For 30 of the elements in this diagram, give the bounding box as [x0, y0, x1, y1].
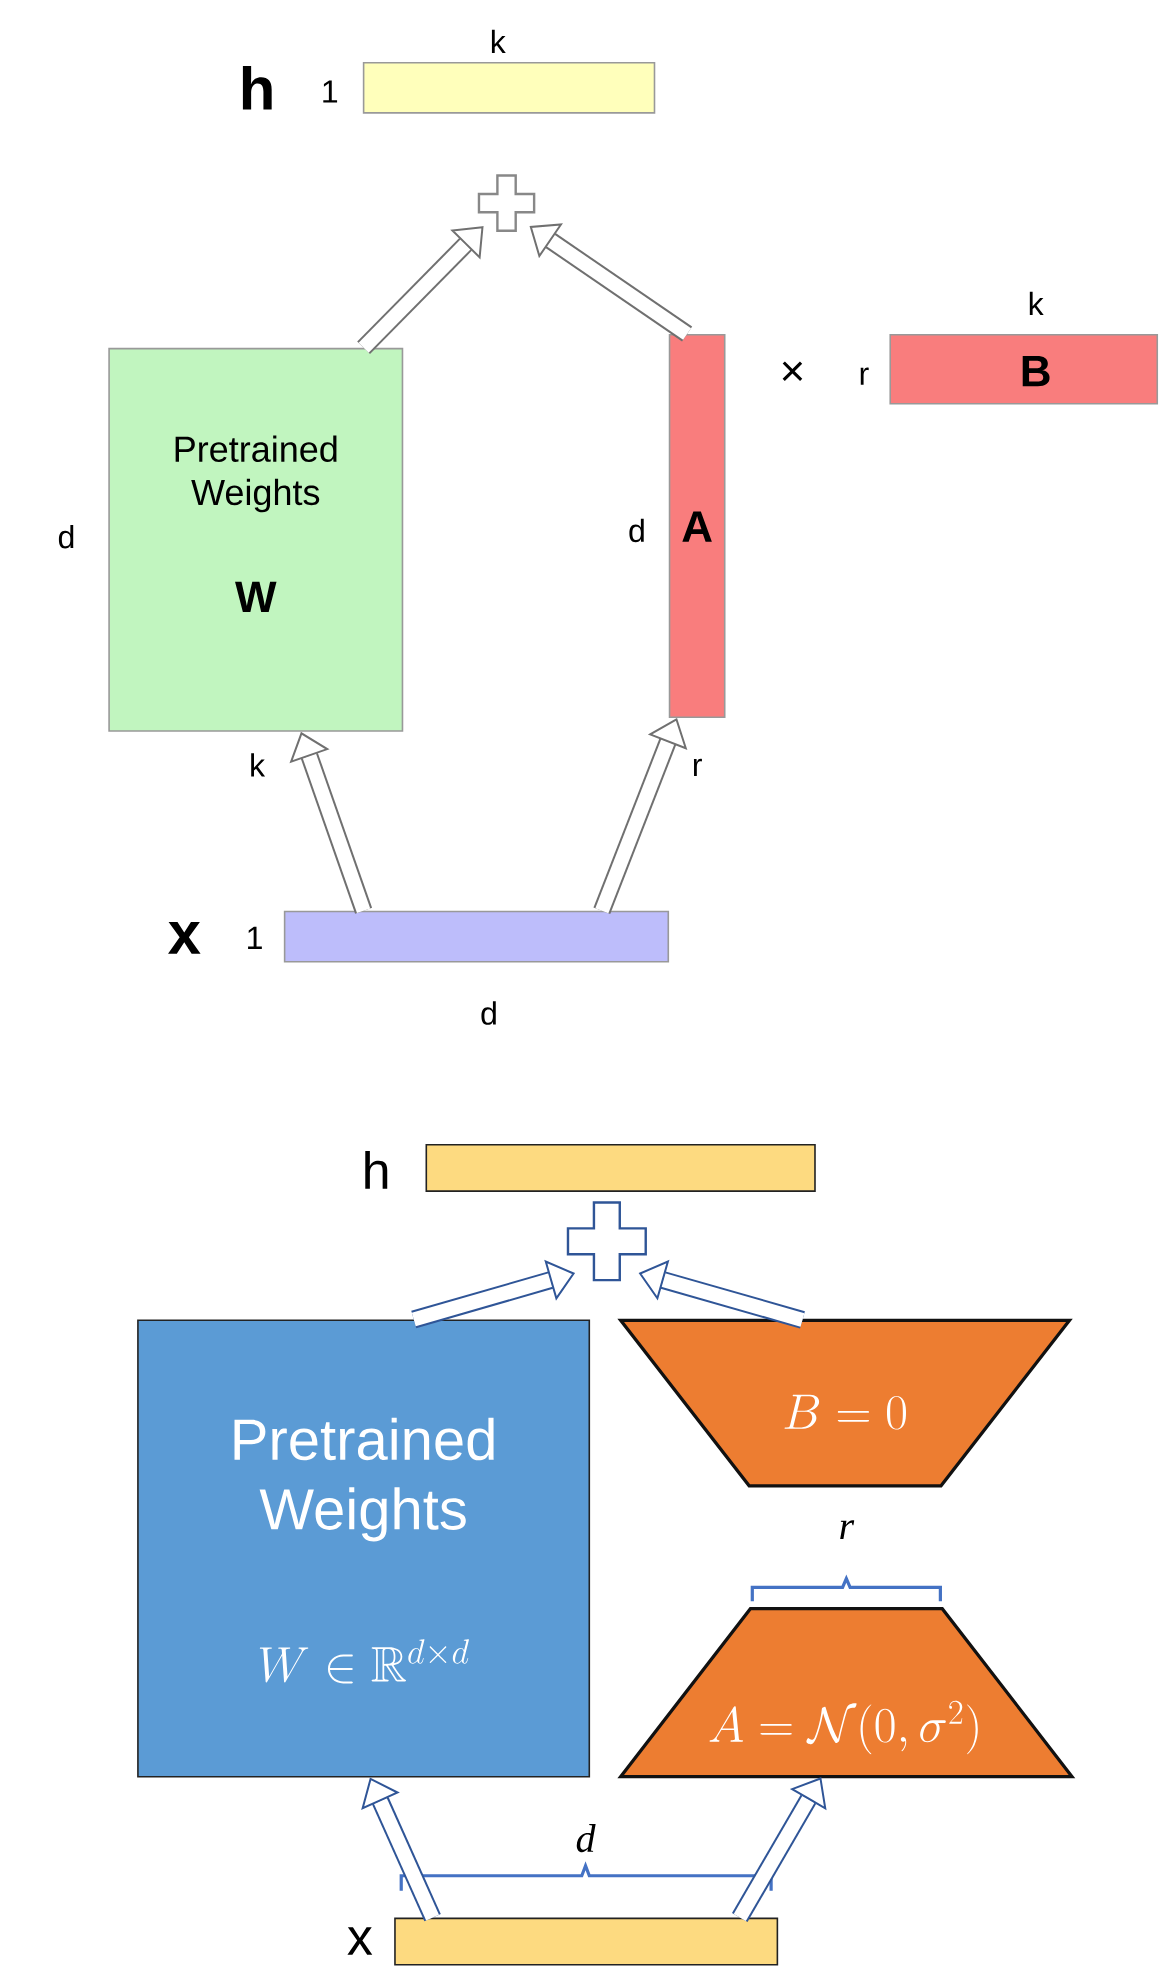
box-label: Pretrained Weights: [234, 1417, 494, 1542]
dimension-label: r: [840, 1520, 855, 1540]
vector-name: h: [365, 1151, 388, 1189]
plus-sign: [478, 174, 536, 232]
hollow-arrow: [361, 1777, 442, 1922]
dimension-label: r: [694, 758, 703, 776]
box-label: $B = 0$: [784, 1394, 907, 1430]
box-label: $W \in \mathbb{R}^{d \times d}$: [260, 1639, 470, 1684]
operator-sign: ×: [782, 361, 803, 382]
box-label: $A = \mathcal{N}(0, \sigma^2)$: [709, 1700, 978, 1755]
dimension-label: d: [577, 1824, 596, 1853]
vector-name: h: [243, 66, 272, 110]
box-label: A: [682, 511, 713, 542]
dimension-label: k: [251, 753, 266, 777]
dimension-label: 1: [323, 80, 338, 103]
hollow-arrow: [732, 1777, 827, 1923]
dimension-label: d: [59, 524, 74, 549]
plus-sign: [567, 1201, 648, 1282]
vector-name: x: [168, 922, 201, 954]
dimension-label: d: [629, 518, 645, 543]
dimension-label: 1: [248, 926, 263, 949]
dimension-label: r: [860, 367, 869, 385]
vector-name: x: [347, 1927, 373, 1955]
hollow-arrow: [357, 226, 484, 355]
dimension-label: d: [481, 1001, 497, 1025]
dimension-label: k: [1030, 291, 1044, 316]
box-label: B: [1022, 356, 1050, 387]
dimension-label: k: [492, 29, 507, 53]
box-label: W: [235, 581, 277, 612]
box-label: Pretrained Weights: [175, 435, 337, 513]
